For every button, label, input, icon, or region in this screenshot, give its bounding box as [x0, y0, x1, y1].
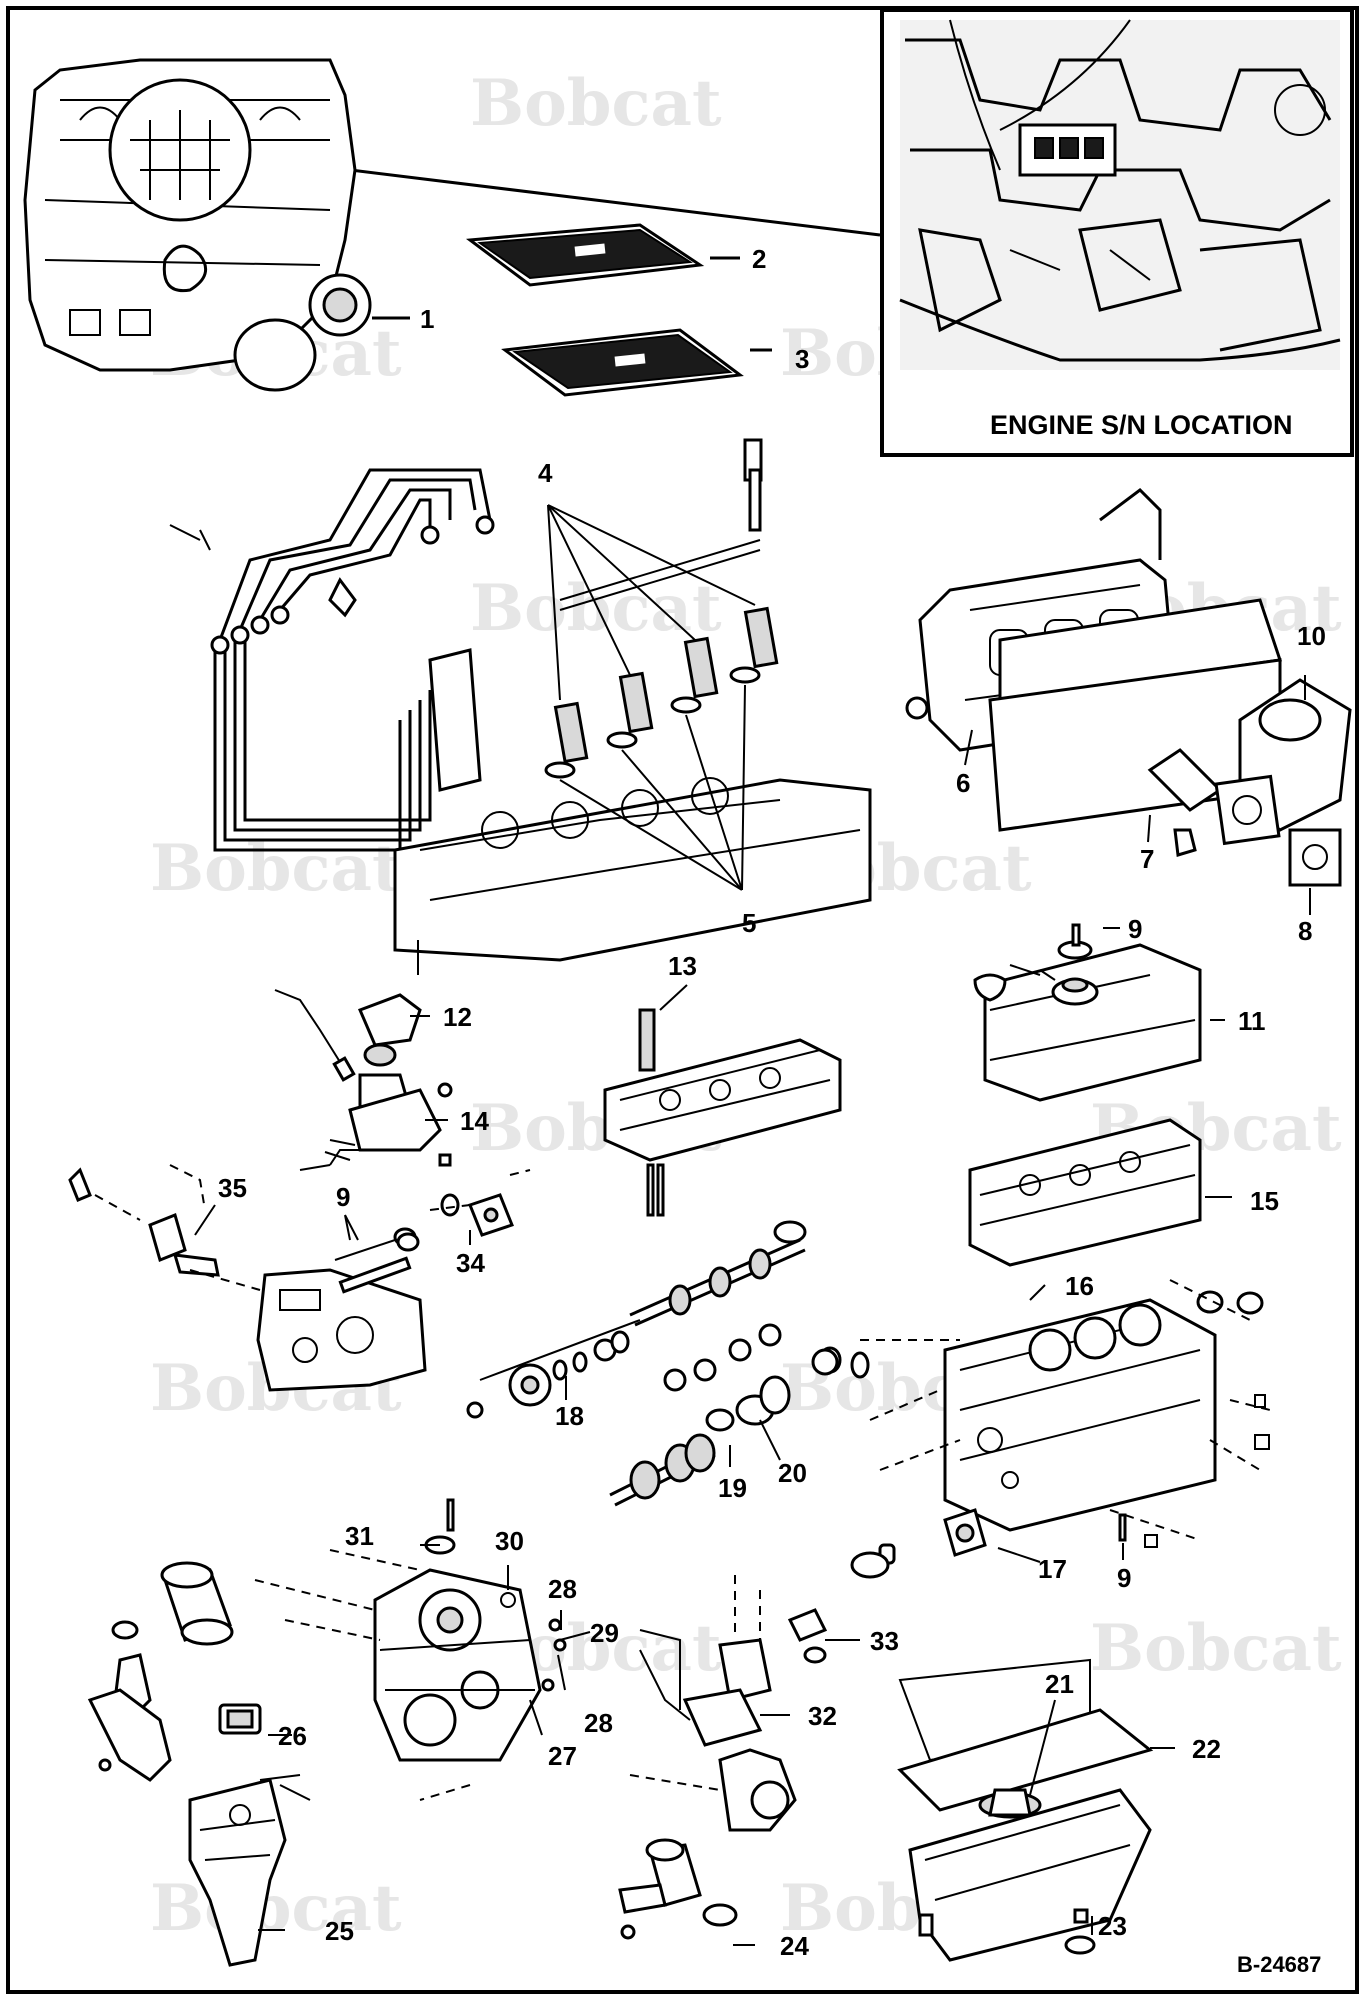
callout-13: 13 [668, 951, 697, 981]
callout-35: 35 [218, 1173, 247, 1203]
callout-18: 18 [555, 1401, 584, 1431]
callout-9: 9 [1128, 914, 1142, 944]
figure-number: B-24687 [1237, 1952, 1321, 1977]
watermark: Bobcat [1090, 1611, 1342, 1686]
callout-9: 9 [336, 1182, 350, 1212]
callout-8: 8 [1298, 916, 1312, 946]
callout-5-leaders [559, 684, 746, 891]
serial-number-inset: ENGINE S/N LOCATION [880, 8, 1354, 457]
part-gear-case-cover [68, 1164, 531, 1392]
part-plugs-9 [338, 1232, 1127, 1542]
callout-23: 23 [1098, 1911, 1127, 1941]
callout-28: 28 [548, 1574, 577, 1604]
part-kit-boxes [465, 223, 744, 397]
callout-15: 15 [1250, 1186, 1279, 1216]
part-cylinder-head [603, 1008, 842, 1217]
callout-4-leaders [547, 504, 756, 701]
callout-9: 9 [1117, 1563, 1131, 1593]
part-cylinder-head-15 [968, 1118, 1202, 1267]
callout-33: 33 [870, 1626, 899, 1656]
callout-20: 20 [778, 1458, 807, 1488]
part-injectors [544, 438, 779, 779]
callout-leaders [194, 256, 1311, 1946]
callout-7: 7 [1140, 844, 1154, 874]
callout-27: 27 [548, 1741, 577, 1771]
part-oil-pump-bracket [629, 1575, 828, 1832]
part-oil-filter-and-dipstick [87, 1561, 234, 1782]
callout-21: 21 [1045, 1669, 1074, 1699]
inset-caption: ENGINE S/N LOCATION [990, 410, 1293, 440]
watermark: Bobcat [470, 66, 722, 141]
callout-29: 29 [590, 1618, 619, 1648]
callout-28: 28 [584, 1708, 613, 1738]
callout-22: 22 [1192, 1734, 1221, 1764]
callout-32: 32 [808, 1701, 837, 1731]
part-manifolds [905, 488, 1352, 887]
part-oil-pan [897, 1658, 1154, 1962]
part-cylinder-block [850, 1279, 1271, 1579]
callout-16: 16 [1065, 1271, 1094, 1301]
callout-5: 5 [742, 908, 756, 938]
part-fuel-pump [618, 1838, 738, 1940]
callout-2: 2 [752, 244, 766, 274]
part-injection-lines [169, 468, 495, 852]
part-camshaft [466, 1220, 807, 1419]
part-fan-bracket [188, 1774, 311, 1967]
callout-3: 3 [795, 344, 809, 374]
callout-1: 1 [420, 304, 434, 334]
callout-12: 12 [443, 1002, 472, 1032]
callout-24: 24 [780, 1931, 809, 1961]
callout-labels: 1 2 3 4 5 6 7 8 9 9 9 10 11 12 13 14 15 … [218, 244, 1326, 1961]
callout-19: 19 [718, 1473, 747, 1503]
callout-4: 4 [538, 458, 553, 488]
callout-30: 30 [495, 1526, 524, 1556]
watermark: Bobcat [150, 831, 402, 906]
part-crankshaft [609, 1323, 870, 1507]
watermark: Bobcat [470, 571, 722, 646]
part-thermostat-housing [274, 940, 453, 1171]
part-cylinder-head-top [393, 648, 872, 962]
callout-26: 26 [278, 1721, 307, 1751]
diagram-frame [6, 6, 1359, 1994]
inset-engine-detail [899, 19, 1341, 370]
watermark: Bobcat [150, 1871, 402, 1946]
callout-17: 17 [1038, 1554, 1067, 1584]
callout-11: 11 [1238, 1006, 1266, 1036]
part-valve-cover [973, 923, 1202, 1102]
callout-6: 6 [956, 768, 970, 798]
inset-leader-line [309, 163, 881, 237]
part-timing-case [218, 1498, 567, 1801]
callout-34: 34 [456, 1248, 485, 1278]
callout-25: 25 [325, 1916, 354, 1946]
part-engine-assembly [23, 58, 372, 392]
callout-10: 10 [1297, 621, 1326, 651]
callout-14: 14 [460, 1106, 489, 1136]
callout-31: 31 [345, 1521, 374, 1551]
